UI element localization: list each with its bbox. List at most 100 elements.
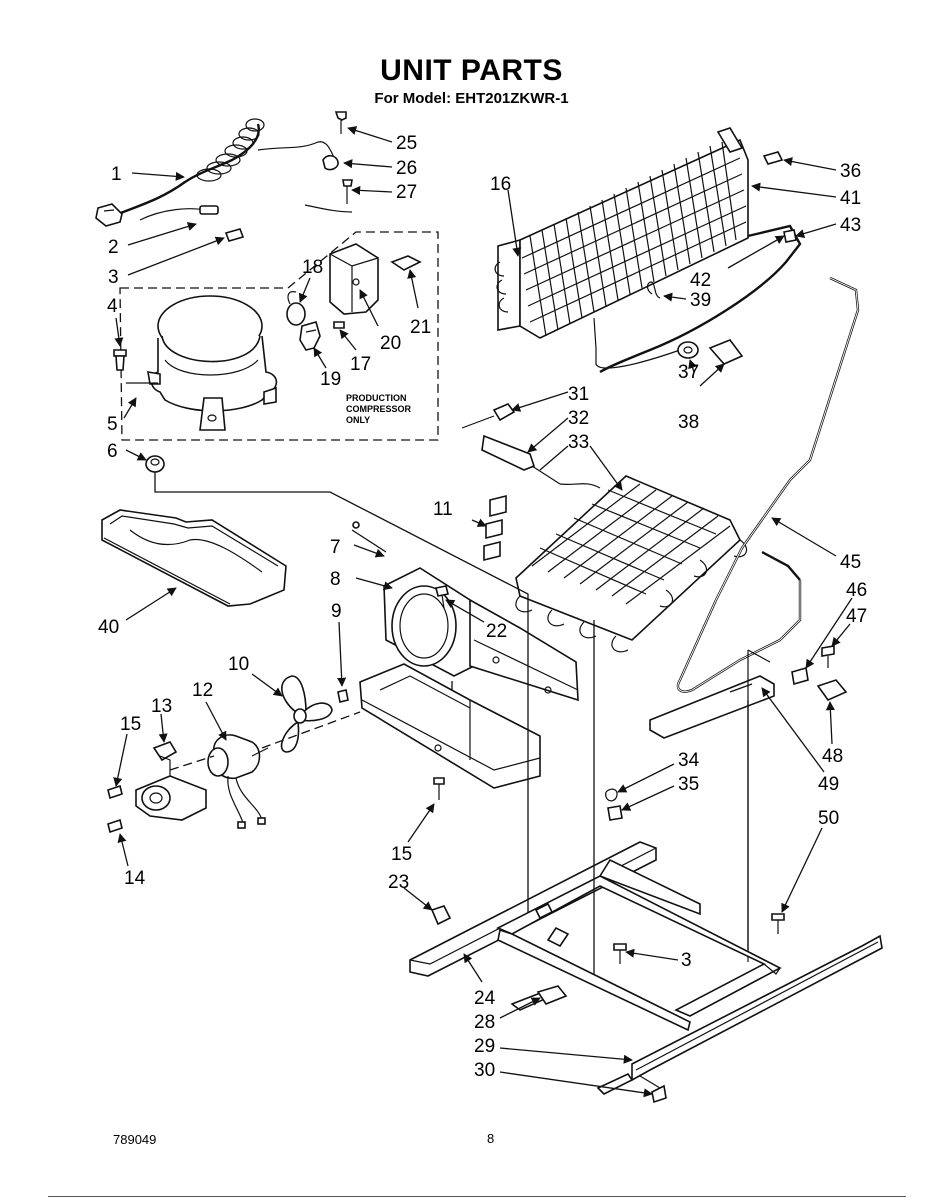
screw-36-part xyxy=(762,151,784,165)
callout-27: 27 xyxy=(396,182,417,203)
fan-shroud-part xyxy=(383,567,579,702)
refrigerant-tube-45-part xyxy=(676,276,860,693)
clamp-28-part xyxy=(536,985,568,1005)
clip-21-part xyxy=(390,255,422,271)
fan-motor-part xyxy=(207,734,269,829)
callout-39: 39 xyxy=(690,290,711,311)
grommet-6-part xyxy=(145,455,165,473)
clip-17-part xyxy=(333,321,345,329)
callout-48: 48 xyxy=(822,746,843,767)
page-title: UNIT PARTS xyxy=(380,54,563,87)
part-46 xyxy=(791,666,809,686)
fan-blade-part xyxy=(280,675,333,753)
callout-46: 46 xyxy=(846,580,867,601)
callout-28: 28 xyxy=(474,1012,495,1033)
callout-50: 50 xyxy=(818,808,839,829)
callout-32: 32 xyxy=(568,408,589,429)
callout-leaders xyxy=(113,126,853,1098)
callout-49: 49 xyxy=(818,774,839,795)
callout-labels: 1 2 3 4 5 6 7 8 9 10 11 12 13 14 15 15 1… xyxy=(98,133,867,1081)
callout-34: 34 xyxy=(678,750,700,771)
clip-9-part xyxy=(337,689,349,703)
callout-30: 30 xyxy=(474,1060,495,1081)
callout-37: 37 xyxy=(678,362,699,383)
screw-14-part xyxy=(107,818,123,834)
callout-41: 41 xyxy=(840,188,861,209)
callout-9: 9 xyxy=(331,601,342,622)
callout-17: 17 xyxy=(350,354,371,375)
overload-19-part xyxy=(299,321,321,351)
callout-23: 23 xyxy=(388,872,409,893)
screw-25-part xyxy=(334,111,347,134)
assembly-lines xyxy=(154,472,749,974)
bracket-38-part xyxy=(708,339,744,365)
callout-35: 35 xyxy=(678,774,699,795)
callout-19: 19 xyxy=(320,369,341,390)
screw-47-part xyxy=(821,645,835,668)
motor-mount-bracket-part xyxy=(135,755,207,821)
bottom-rule xyxy=(48,1196,906,1197)
model-subtitle: For Model: EHT201ZKWR-1 xyxy=(374,90,569,107)
callout-6: 6 xyxy=(107,441,118,462)
callout-4: 4 xyxy=(107,296,118,317)
callout-14: 14 xyxy=(124,868,146,889)
callout-45: 45 xyxy=(840,552,861,573)
clip-34-part xyxy=(605,788,618,802)
motor-mount-13-part xyxy=(152,741,178,762)
callout-10: 10 xyxy=(228,654,249,675)
motor-bracket-part xyxy=(359,663,541,789)
evaporator-part xyxy=(515,475,748,653)
terminal-cover-20-part xyxy=(329,243,379,315)
callout-11: 11 xyxy=(433,499,453,520)
callout-2: 2 xyxy=(108,237,119,258)
callout-31: 31 xyxy=(568,384,589,405)
callout-20: 20 xyxy=(380,333,401,354)
callout-26: 26 xyxy=(396,158,417,179)
screw-3-lower-part xyxy=(613,943,627,964)
note-line-1: PRODUCTION xyxy=(346,393,407,403)
clip-26-part xyxy=(322,154,339,171)
production-compressor-outline xyxy=(119,231,439,441)
screw-15-left-part xyxy=(107,784,123,800)
callout-15-lower: 15 xyxy=(391,844,412,865)
drain-pan-part xyxy=(101,509,287,607)
compressor-part xyxy=(126,295,278,431)
callout-40: 40 xyxy=(98,617,119,638)
callout-47: 47 xyxy=(846,606,867,627)
sensor-31-part xyxy=(461,403,516,429)
drier-43-part xyxy=(783,229,797,243)
callout-38: 38 xyxy=(678,412,699,433)
clip-35-part xyxy=(607,805,623,821)
callout-16: 16 xyxy=(490,174,511,195)
note-line-3: ONLY xyxy=(346,415,370,425)
callout-18: 18 xyxy=(302,257,323,278)
part-48 xyxy=(816,679,848,701)
callout-21: 21 xyxy=(410,317,431,338)
screw-3-part xyxy=(224,228,245,242)
callout-43: 43 xyxy=(840,215,861,236)
condenser-coil-part xyxy=(494,127,802,374)
callout-24: 24 xyxy=(474,988,496,1009)
callout-15-left: 15 xyxy=(120,714,141,735)
callout-13: 13 xyxy=(151,696,172,717)
callout-3-lower: 3 xyxy=(681,950,692,971)
document-code: 789049 xyxy=(113,1132,157,1147)
callout-36: 36 xyxy=(840,161,861,182)
callout-25: 25 xyxy=(396,133,417,154)
callout-29: 29 xyxy=(474,1036,495,1057)
screw-22-part xyxy=(435,585,449,609)
callout-42: 42 xyxy=(690,270,711,291)
screw-4-part xyxy=(113,349,127,371)
screw-7-part xyxy=(352,521,360,529)
clips-11-part xyxy=(483,494,507,562)
callout-7: 7 xyxy=(330,537,341,558)
drier-32-part xyxy=(481,434,561,485)
screw-50-part xyxy=(771,913,785,934)
grommet-37-part xyxy=(677,341,699,359)
power-cord-part xyxy=(95,118,336,227)
callout-12: 12 xyxy=(192,680,213,701)
callout-3: 3 xyxy=(108,267,119,288)
clip-39-part xyxy=(646,281,661,299)
relay-18-part xyxy=(286,291,306,326)
